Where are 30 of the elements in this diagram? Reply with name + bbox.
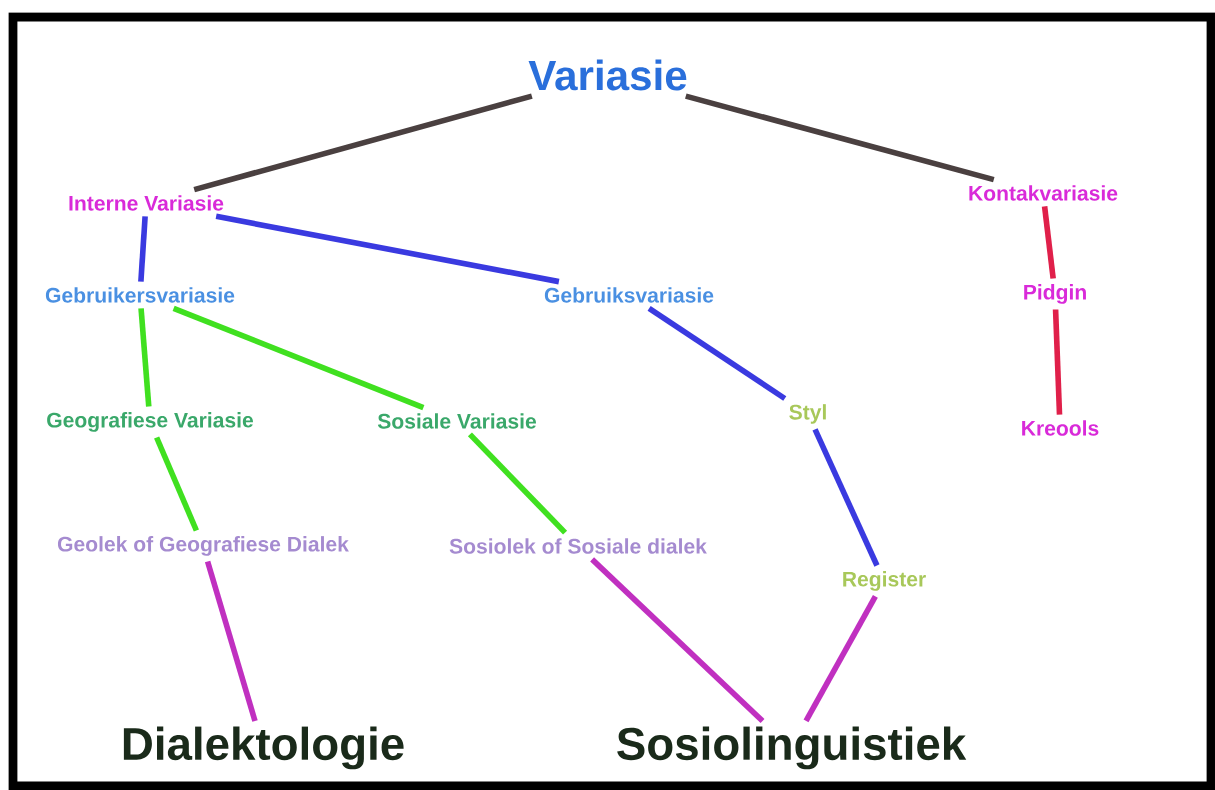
topic-label: Geolek of Geografiese Dialek: [57, 536, 349, 556]
connector-line: [803, 595, 878, 723]
connector-line: [172, 305, 425, 411]
connector-line: [138, 308, 152, 407]
connector-line: [193, 93, 533, 193]
connector-line: [685, 93, 995, 183]
topic-label: Register: [843, 571, 926, 591]
connector-line: [204, 560, 258, 722]
topic-label: Kreools: [1022, 420, 1099, 436]
topic-label: Styl: [789, 404, 826, 424]
topic-label: Interne Variasie: [69, 195, 224, 211]
connector-line: [812, 428, 880, 567]
field-label: Sosiolinguistiek: [617, 726, 967, 770]
topic-label: Geografiese Variasie: [47, 412, 253, 432]
connector-line: [647, 306, 787, 401]
title-text: Variasie: [528, 59, 687, 91]
topic-label: Pidgin: [1024, 284, 1086, 304]
field-label: Dialektologie: [123, 726, 404, 770]
connector-line: [154, 436, 199, 532]
connector-line: [138, 216, 148, 282]
connector-line: [467, 432, 568, 535]
topic-label: Gebruiksvariasie: [544, 287, 714, 303]
connector-line: [215, 213, 560, 285]
connector-line: [590, 557, 765, 723]
topic-label: Sosiale Variasie: [377, 413, 536, 429]
connector-line: [1052, 309, 1063, 415]
connector-line: [1041, 206, 1056, 279]
topic-label: Sosiolek of Sosiale dialek: [449, 538, 707, 554]
topic-label: Kontakvariasie: [969, 185, 1118, 201]
topic-label: Gebruikersvariasie: [45, 287, 235, 303]
